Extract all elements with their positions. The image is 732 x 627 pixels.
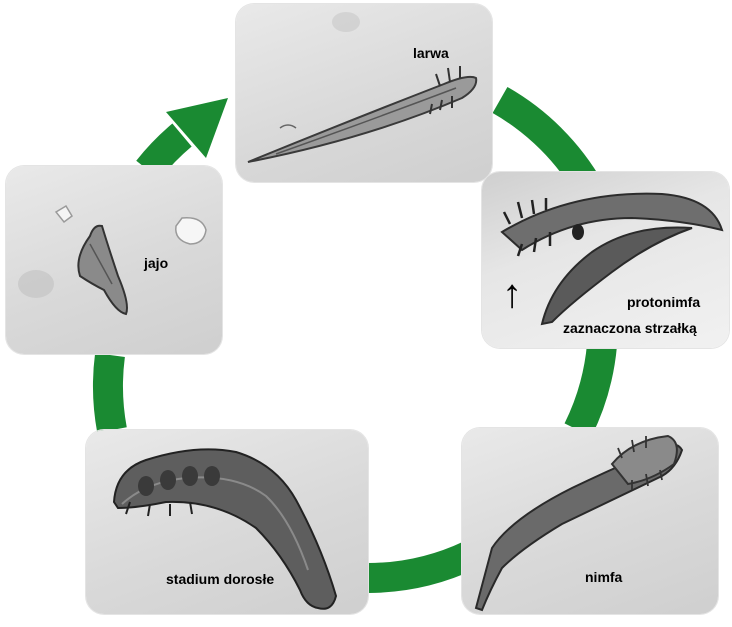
larva-image <box>247 12 478 163</box>
protonymph-image <box>500 192 724 326</box>
label-nimfa: nimfa <box>585 569 623 585</box>
ring-arc-egg-larwa <box>136 123 192 180</box>
protonymph-pointer-arrow-icon: ↑ <box>502 272 522 316</box>
ring-arc-adult-egg <box>93 353 127 433</box>
cycle-arrowhead-icon <box>166 98 228 158</box>
label-jajo: jajo <box>144 255 169 271</box>
label-adult: stadium dorosłe <box>166 571 275 587</box>
adult-image <box>112 448 338 610</box>
stage-card-larwa: larwa <box>236 4 492 182</box>
egg-image <box>18 204 207 316</box>
label-larwa: larwa <box>413 45 449 61</box>
ring-arc-nimfa-adult <box>367 541 477 593</box>
stage-card-protonimfa: ↑ protonimfa zaznaczona strzałką <box>482 172 729 348</box>
stage-card-nimfa: nimfa <box>462 428 718 614</box>
nymph-image <box>474 434 684 612</box>
label-protonimfa: protonimfa <box>627 294 701 310</box>
stage-card-egg: jajo <box>6 166 222 354</box>
ring-arc-proto-nimfa <box>564 343 617 437</box>
stage-card-adult: stadium dorosłe <box>86 430 368 614</box>
label-protonimfa-note: zaznaczona strzałką <box>563 320 697 336</box>
